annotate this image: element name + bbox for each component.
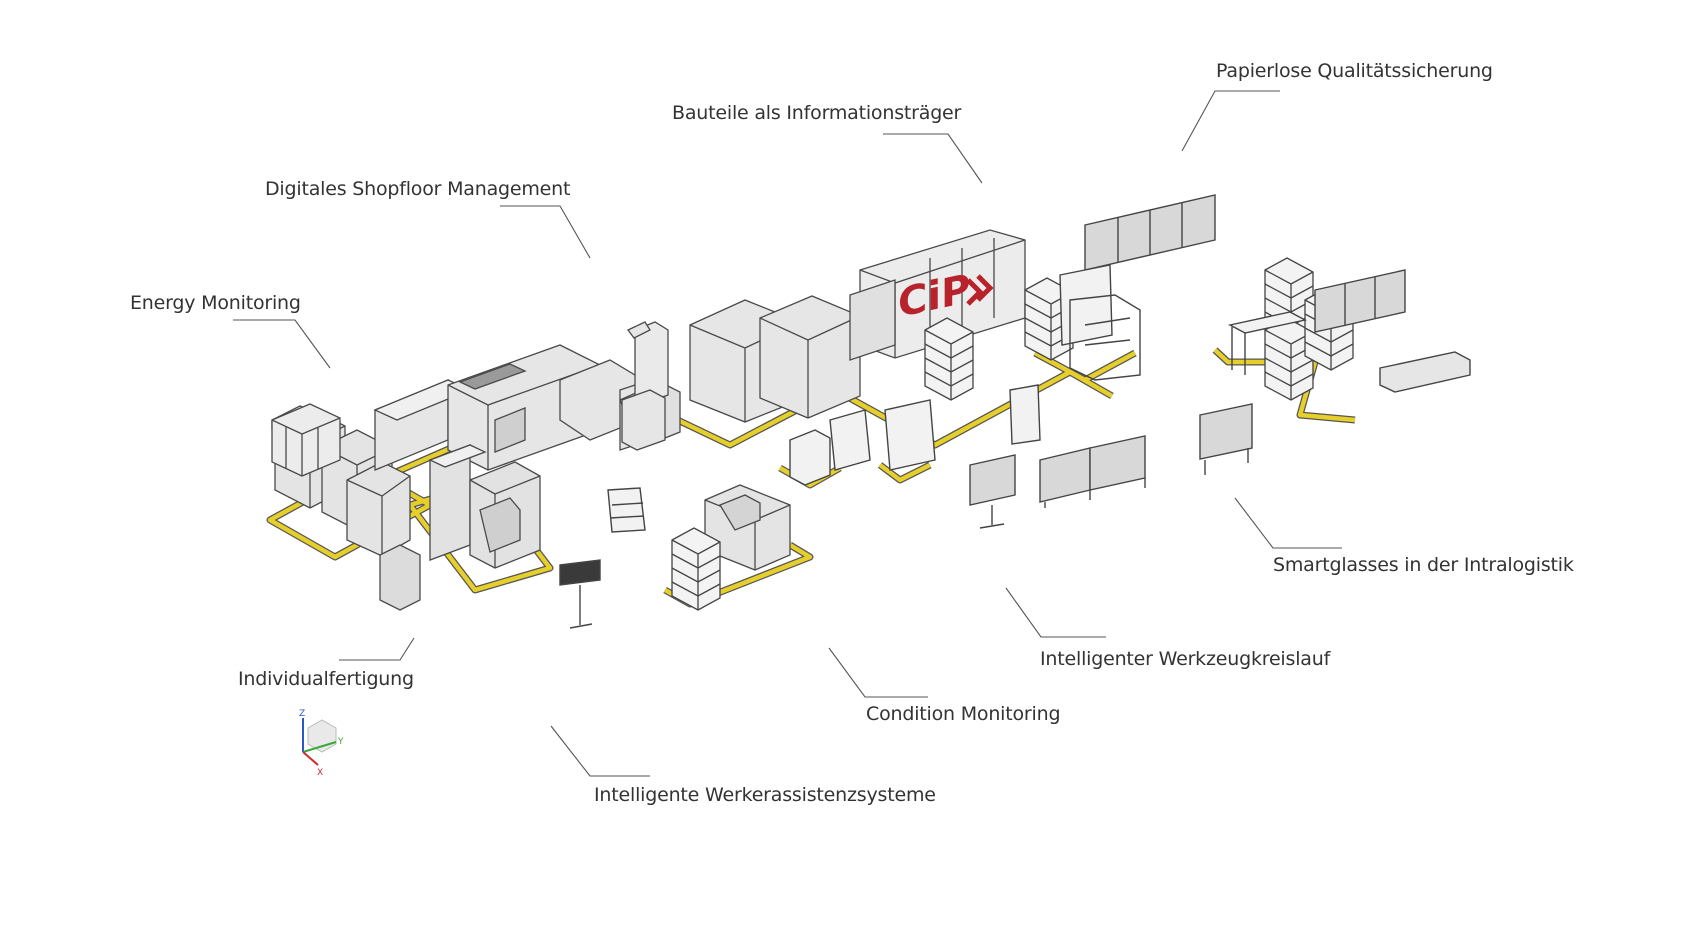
axis-z-label: Z <box>299 709 305 719</box>
condition-monitoring-station <box>671 484 791 611</box>
energy-monitoring-cabinets <box>271 403 341 477</box>
axis-x-label: X <box>317 768 323 778</box>
label-bauteile-informationstraeger: Bauteile als Informationsträger <box>672 102 962 124</box>
logistics-frames <box>1059 264 1471 393</box>
carts-and-displays <box>559 487 646 629</box>
label-smartglasses-intralogistik: Smartglasses in der Intralogistik <box>1273 554 1574 576</box>
label-intelligenter-werkzeugkreislauf: Intelligenter Werkzeugkreislauf <box>1040 648 1331 670</box>
label-condition-monitoring: Condition Monitoring <box>866 703 1061 725</box>
werkzeug-stations <box>789 384 1041 486</box>
machining-centers <box>689 295 861 423</box>
cnc-lathe-line <box>373 321 681 471</box>
whiteboards <box>969 194 1406 529</box>
axis-y-label: Y <box>337 737 344 747</box>
label-individualfertigung: Individualfertigung <box>238 668 414 690</box>
label-intelligente-werkerassistenzsysteme: Intelligente Werkerassistenzsysteme <box>594 784 936 806</box>
callout-lines <box>233 90 1342 777</box>
label-papierlose-qualitaetssicherung: Papierlose Qualitätssicherung <box>1216 60 1493 82</box>
label-digitales-shopfloor-management: Digitales Shopfloor Management <box>265 178 571 200</box>
label-energy-monitoring: Energy Monitoring <box>130 292 301 314</box>
werkerassistenz-machine <box>428 444 541 569</box>
axis-orientation-widget: Z Y X <box>299 709 344 778</box>
cip-banner-wall: CiP <box>849 229 1026 361</box>
